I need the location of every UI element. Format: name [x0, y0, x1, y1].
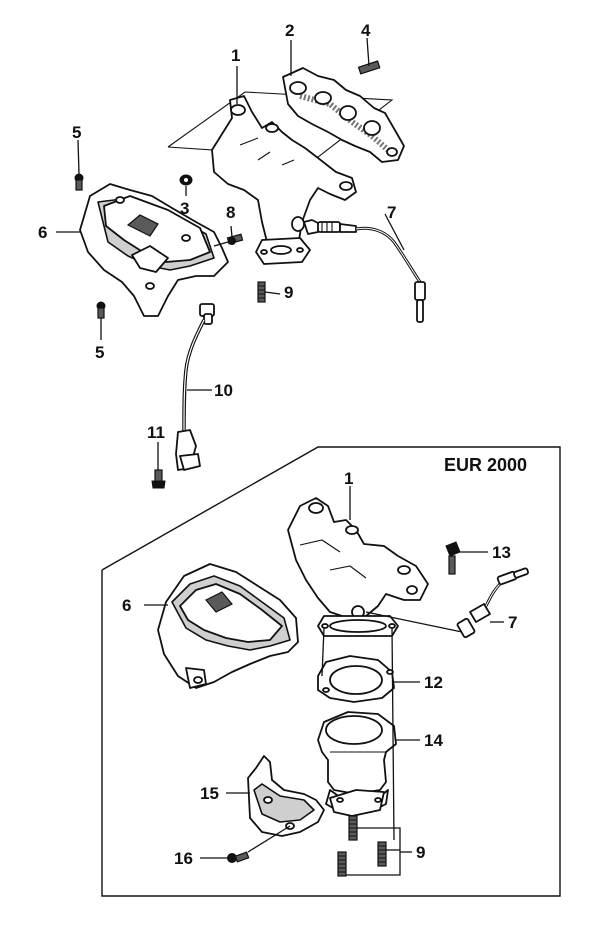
callout-labels: 1 2 3 4 5 5 6 7 8 9 10 11 1 13 6 7 12 14…	[38, 21, 527, 868]
oxygen-sensor-rear	[175, 303, 215, 471]
stud-part-9-top	[257, 281, 266, 303]
callout-14: 14	[424, 731, 443, 750]
bolt-part-5-top	[74, 173, 84, 191]
leader-lines	[56, 37, 504, 876]
callout-9-inset: 9	[416, 843, 425, 862]
callout-1-inset: 1	[344, 469, 353, 488]
callout-6-inset: 6	[122, 596, 131, 615]
callout-11: 11	[147, 423, 165, 442]
callout-7-inset: 7	[508, 613, 517, 632]
callout-3: 3	[180, 199, 189, 218]
stud-part-9-inset-a	[348, 815, 358, 841]
gasket-part-12	[317, 655, 395, 703]
heat-shield-inset	[157, 563, 299, 689]
bolt-part-13	[445, 541, 461, 575]
exhaust-manifold-inset	[287, 497, 429, 637]
callout-1-top: 1	[231, 46, 240, 65]
bolt-part-11	[151, 469, 166, 489]
inset-title: EUR 2000	[444, 455, 527, 475]
callout-5-bottom: 5	[95, 343, 104, 362]
callout-4: 4	[361, 21, 371, 40]
callout-16: 16	[174, 849, 193, 868]
heat-shield-lower	[247, 755, 325, 837]
bolt-part-5-bottom	[96, 301, 106, 319]
callout-15: 15	[200, 784, 219, 803]
callout-7-top: 7	[387, 203, 396, 222]
manifold-gasket	[282, 67, 405, 163]
stud-part-9-inset-b	[377, 841, 387, 867]
exhaust-manifold-top	[211, 95, 357, 265]
callout-6-top: 6	[38, 223, 47, 242]
callout-13: 13	[492, 543, 511, 562]
oxygen-sensor-inset	[456, 567, 529, 639]
bolt-part-16	[227, 851, 250, 863]
callout-10: 10	[214, 381, 233, 400]
inset-frame	[101, 446, 561, 897]
nut-part-3	[179, 174, 193, 186]
stud-part-9-inset-c	[337, 851, 347, 877]
oxygen-sensor-top	[303, 219, 426, 323]
callout-5-top: 5	[72, 123, 81, 142]
catalytic-converter	[317, 711, 397, 817]
callout-12: 12	[424, 673, 443, 692]
callout-2: 2	[285, 21, 294, 40]
callout-8: 8	[226, 203, 235, 222]
bolt-part-8	[226, 233, 244, 245]
callout-9-top: 9	[284, 283, 293, 302]
stud-part-4	[357, 60, 381, 75]
heat-shield-top	[79, 183, 229, 317]
